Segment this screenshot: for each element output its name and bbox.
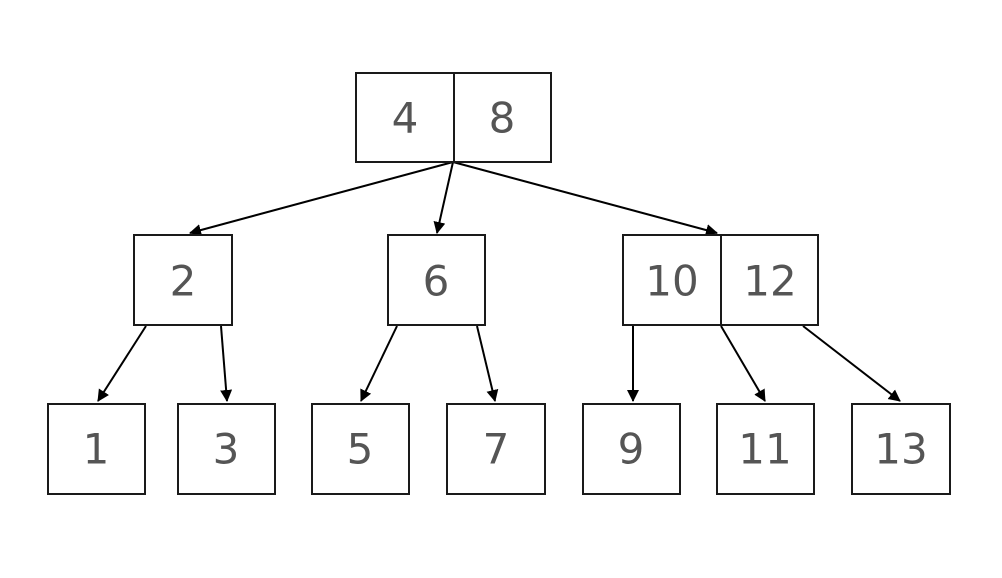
leaf-node-3: 3 [177, 403, 276, 495]
internal-node-6: 6 [387, 234, 486, 326]
leaf-node-7-key: 7 [483, 425, 510, 474]
leaf-node-1-key: 1 [83, 425, 110, 474]
leaf-node-11-cell [716, 403, 815, 495]
leaf-node-1-cell [47, 403, 146, 495]
edge-node-6-to-leaf-7 [476, 325, 499, 402]
root-node: 4 8 [355, 72, 552, 163]
internal-node-2-cell [133, 234, 233, 326]
leaf-node-7: 7 [446, 403, 546, 495]
root-key-1: 4 [392, 94, 419, 143]
leaf-node-9-cell [582, 403, 681, 495]
edge-node-6-to-leaf-5 [360, 325, 398, 402]
leaf-node-3-key: 3 [213, 425, 240, 474]
edges [97, 161, 901, 402]
internal-node-2: 2 [133, 234, 233, 326]
internal-node-6-key: 6 [423, 257, 450, 306]
leaf-node-1: 1 [47, 403, 146, 495]
edge-root-to-node-10-12 [452, 161, 718, 236]
edge-root-to-node-2 [189, 161, 454, 236]
leaf-node-5-key: 5 [347, 425, 374, 474]
leaf-node-9: 9 [582, 403, 681, 495]
leaf-node-13: 13 [851, 403, 951, 495]
root-key-2: 8 [489, 94, 516, 143]
root-key-cell-2 [453, 72, 552, 163]
edge-root-to-node-6 [433, 161, 454, 234]
edge-node-2-to-leaf-3 [220, 325, 233, 402]
internal-node-6-cell [387, 234, 486, 326]
edge-node-10-12-to-leaf-11 [720, 325, 766, 402]
internal-node-10-12: 10 12 [622, 234, 819, 326]
internal-node-10-12-cell-2 [720, 234, 819, 326]
leaf-node-13-key: 13 [874, 425, 927, 474]
internal-node-10-12-cell-1 [622, 234, 722, 326]
leaf-node-7-cell [446, 403, 546, 495]
leaf-node-11: 11 [716, 403, 815, 495]
internal-node-10-12-key-1: 10 [645, 257, 698, 306]
leaf-node-9-key: 9 [618, 425, 645, 474]
edge-node-10-12-to-leaf-13 [802, 325, 901, 402]
leaf-node-3-cell [177, 403, 276, 495]
internal-node-10-12-key-2: 12 [743, 257, 796, 306]
leaf-node-5: 5 [311, 403, 410, 495]
internal-node-2-key: 2 [170, 257, 197, 306]
leaf-node-5-cell [311, 403, 410, 495]
leaf-node-13-cell [851, 403, 951, 495]
leaf-node-11-key: 11 [738, 425, 791, 474]
edge-node-2-to-leaf-1 [97, 325, 147, 402]
